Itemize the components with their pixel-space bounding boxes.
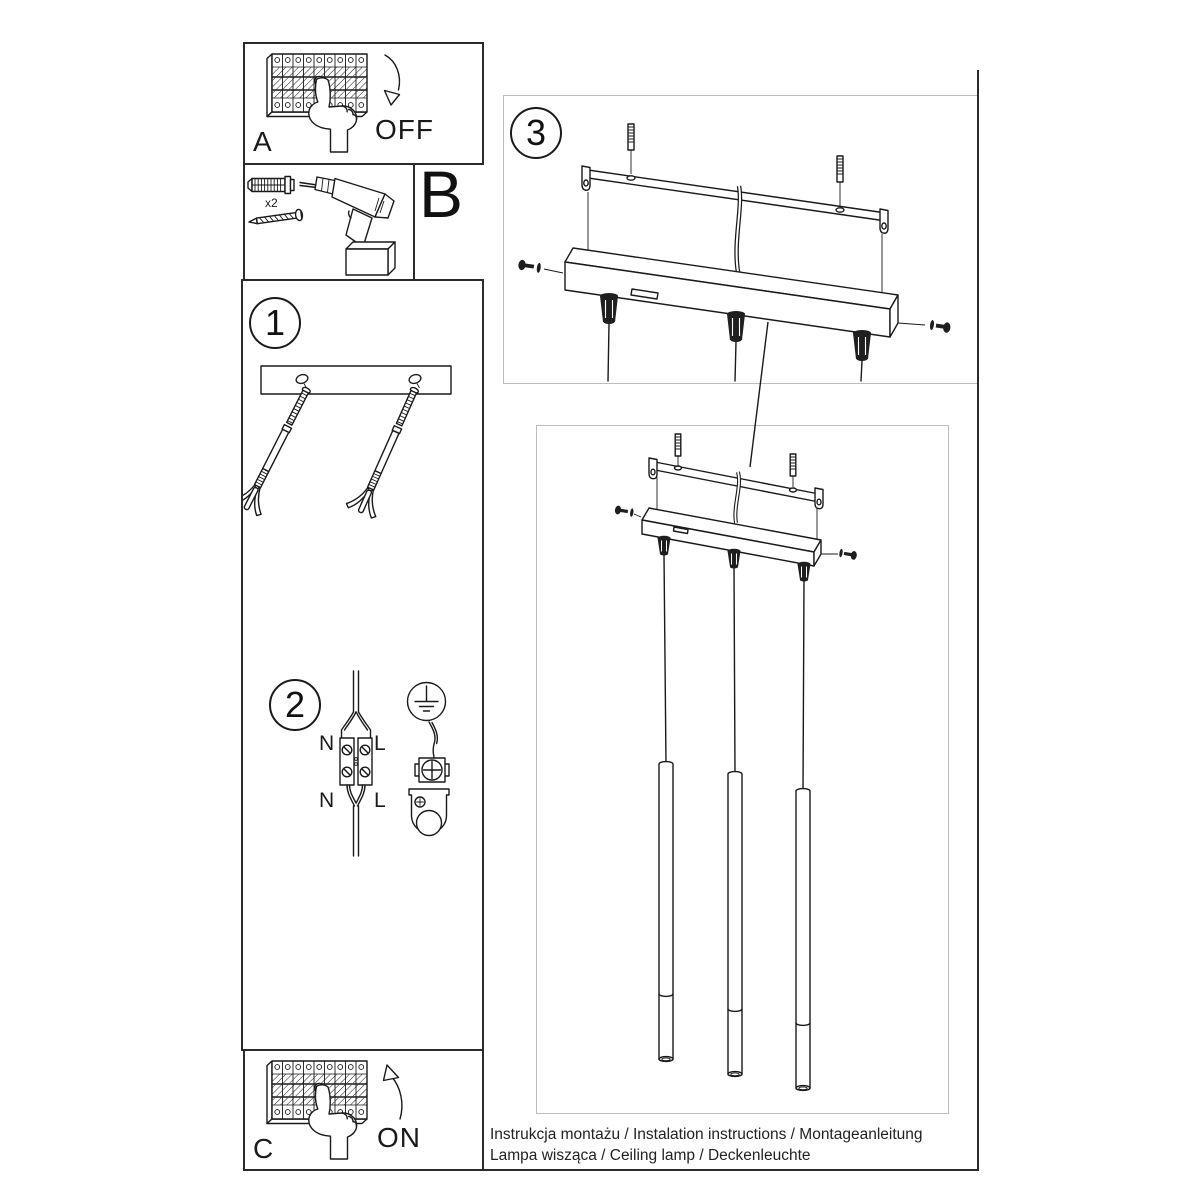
panel-tools: x2 — [243, 163, 415, 281]
step-2-badge: 2 — [269, 679, 321, 731]
wire-label-l-top: L — [374, 732, 386, 755]
breaker-on-illustration — [245, 1051, 482, 1169]
anchor-screw-icon — [345, 382, 430, 520]
wall-plug-mounting-illustration — [243, 351, 482, 531]
side-screw-icon — [518, 259, 951, 333]
threaded-stud-icon — [837, 156, 843, 206]
panel-breaker-off: A OFF — [243, 42, 484, 165]
ground-symbol-icon — [408, 683, 446, 721]
step-3-badge: 3 — [510, 107, 562, 159]
on-label: ON — [377, 1122, 421, 1153]
breaker-off-illustration — [245, 44, 482, 163]
panel-a-label: A — [253, 126, 272, 157]
panel-step-3: 3 — [503, 95, 979, 384]
pendant-cord-icon — [664, 555, 804, 791]
canopy-icon — [642, 508, 821, 566]
anchor-screw-icon — [243, 381, 322, 517]
pendant-tube-icon — [659, 762, 810, 1091]
sheet-bottom-border — [484, 1169, 979, 1171]
wire-label-n-top: N — [319, 732, 335, 755]
panel-breaker-on: C ON — [243, 1049, 484, 1171]
power-cable-icon — [737, 186, 740, 272]
panel-assembled-lamp — [536, 425, 949, 1114]
pendant-lamp-illustration — [614, 426, 857, 1112]
hand-press-icon — [309, 1085, 357, 1159]
step-1-badge: 1 — [249, 297, 301, 349]
arrow-down-icon — [385, 55, 400, 105]
plug-quantity-label: x2 — [265, 196, 278, 210]
hand-press-icon — [309, 78, 357, 152]
panel-steps-1-2: 1 — [241, 279, 484, 1051]
step-2-number: 2 — [284, 684, 306, 725]
ceiling-cup-icon — [409, 789, 449, 836]
bracket-canopy-illustration — [518, 96, 951, 382]
panel-c-label: C — [253, 1133, 274, 1164]
threaded-stud-icon — [628, 124, 634, 174]
mounting-plate-icon — [261, 366, 451, 394]
cord-grip-icon — [657, 535, 811, 582]
side-screw-icon — [614, 505, 857, 560]
tools-illustration — [245, 165, 413, 279]
wall-plug-icon — [248, 177, 294, 194]
cord-grip-icon — [600, 293, 871, 381]
terminal-block-icon — [340, 738, 372, 785]
drill-icon — [300, 177, 395, 275]
mounting-bracket-icon — [582, 166, 888, 292]
wire-label-l-bottom: L — [374, 789, 386, 812]
sheet-right-border — [977, 70, 979, 1171]
wiring-illustration — [243, 666, 482, 871]
footer-title-line1: Instrukcja montażu / Instalation instruc… — [490, 1126, 923, 1143]
panel-b-label: B — [419, 157, 464, 231]
off-label: OFF — [375, 114, 434, 145]
wire-label-n-bottom: N — [319, 789, 335, 812]
step-1-number: 1 — [264, 302, 286, 343]
callout-line — [740, 315, 780, 475]
screw-icon — [248, 209, 303, 228]
arrow-up-icon — [384, 1065, 402, 1119]
canopy-icon — [565, 248, 898, 337]
power-cable-icon — [735, 472, 739, 523]
threaded-stud-icon — [790, 454, 796, 487]
step-3-number: 3 — [525, 112, 547, 153]
ground-wire-icon — [429, 722, 437, 757]
threaded-stud-icon — [675, 434, 681, 467]
mains-cable-icon — [342, 671, 371, 738]
footer-title-line2: Lampa wisząca / Ceiling lamp / Deckenleu… — [490, 1147, 811, 1164]
lamp-cable-icon — [347, 785, 365, 856]
ground-terminal-icon — [415, 758, 449, 782]
